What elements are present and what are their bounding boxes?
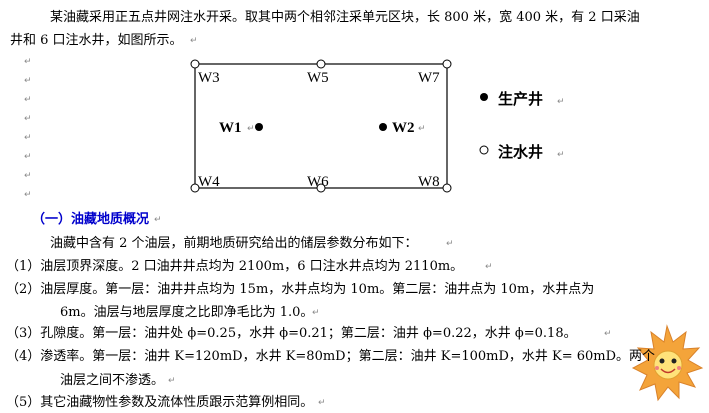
paragraph-mark-icon: ↵ xyxy=(24,171,32,181)
legend-production-marker xyxy=(480,93,488,101)
item-5: （5）其它油藏物性参数及流体性质跟示范算例相同。 xyxy=(6,395,314,410)
paragraph-mark-icon: ↵ xyxy=(24,114,32,124)
item-4-line-1: （4）渗透率。第一层：油井 K=120mD，水井 K=80mD；第二层：油井 K… xyxy=(6,349,656,364)
legend-production-label: 生产井 xyxy=(498,90,543,108)
label-w3: W3 xyxy=(198,70,220,86)
sun-emoticon-icon xyxy=(631,324,704,402)
paragraph-mark-icon: ↵ xyxy=(168,376,176,386)
label-w4: W4 xyxy=(198,174,220,190)
intro-line-2: 井和 6 口注水井，如图所示。 xyxy=(10,33,183,48)
production-well-w2 xyxy=(379,123,387,131)
item-2-line-2: 6m。油层与地层厚度之比即净毛比为 1.0。 xyxy=(60,305,314,320)
paragraph-mark-icon: ↵ xyxy=(24,95,32,105)
intro-line-1: 某油藏采用正五点井网注水开采。取其中两个相邻注采单元区块，长 800 米，宽 4… xyxy=(50,10,640,25)
injection-well-w8 xyxy=(442,183,452,193)
injection-well-w4 xyxy=(190,183,200,193)
paragraph-mark-icon: ↵ xyxy=(247,124,255,134)
paragraph-mark-icon: ↵ xyxy=(24,152,32,162)
item-2-line-1: （2）油层厚度。第一层：油井井点均为 15m，水井点均为 10m。第二层：油井点… xyxy=(6,282,595,297)
label-w7: W7 xyxy=(418,70,440,86)
item-3: （3）孔隙度。第一层：油井处 ϕ=0.25，水井 ϕ=0.21；第二层：油井 ϕ… xyxy=(6,326,577,341)
paragraph-mark-icon: ↵ xyxy=(557,150,565,160)
injection-well-w5 xyxy=(316,59,326,69)
paragraph-mark-icon: ↵ xyxy=(24,76,32,86)
item-1: （1）油层顶界深度。2 口油井井点均为 2100m，6 口注水井点均为 2110… xyxy=(6,259,464,274)
paragraph-mark-icon: ↵ xyxy=(24,57,32,67)
legend-injection-marker xyxy=(479,145,489,155)
paragraph-mark-icon: ↵ xyxy=(318,398,326,408)
label-w8: W8 xyxy=(418,174,440,190)
paragraph-mark-icon: ↵ xyxy=(312,308,320,318)
paragraph-mark-icon: ↵ xyxy=(154,215,162,225)
label-w1: W1 xyxy=(219,120,242,136)
paragraph-mark-icon: ↵ xyxy=(24,133,32,143)
paragraph-mark-icon: ↵ xyxy=(24,190,32,200)
label-w6: W6 xyxy=(307,174,329,190)
paragraph-mark-icon: ↵ xyxy=(418,124,426,134)
label-w5: W5 xyxy=(307,70,329,86)
production-well-w1 xyxy=(255,123,263,131)
paragraph-mark-icon: ↵ xyxy=(446,239,454,249)
injection-well-w6 xyxy=(316,183,326,193)
legend-injection-label: 注水井 xyxy=(498,143,543,161)
injection-well-w3 xyxy=(190,59,200,69)
para-intro: 油藏中含有 2 个油层，前期地质研究给出的储层参数分布如下： xyxy=(50,236,418,251)
item-4-line-2: 油层之间不渗透。 xyxy=(60,373,165,388)
paragraph-mark-icon: ↵ xyxy=(604,329,612,339)
injection-well-w7 xyxy=(442,59,452,69)
section-heading: （一）油藏地质概况 xyxy=(32,212,150,227)
paragraph-mark-icon: ↵ xyxy=(190,36,198,46)
paragraph-mark-icon: ↵ xyxy=(485,262,493,272)
paragraph-mark-icon: ↵ xyxy=(557,97,565,107)
label-w2: W2 xyxy=(392,120,415,136)
